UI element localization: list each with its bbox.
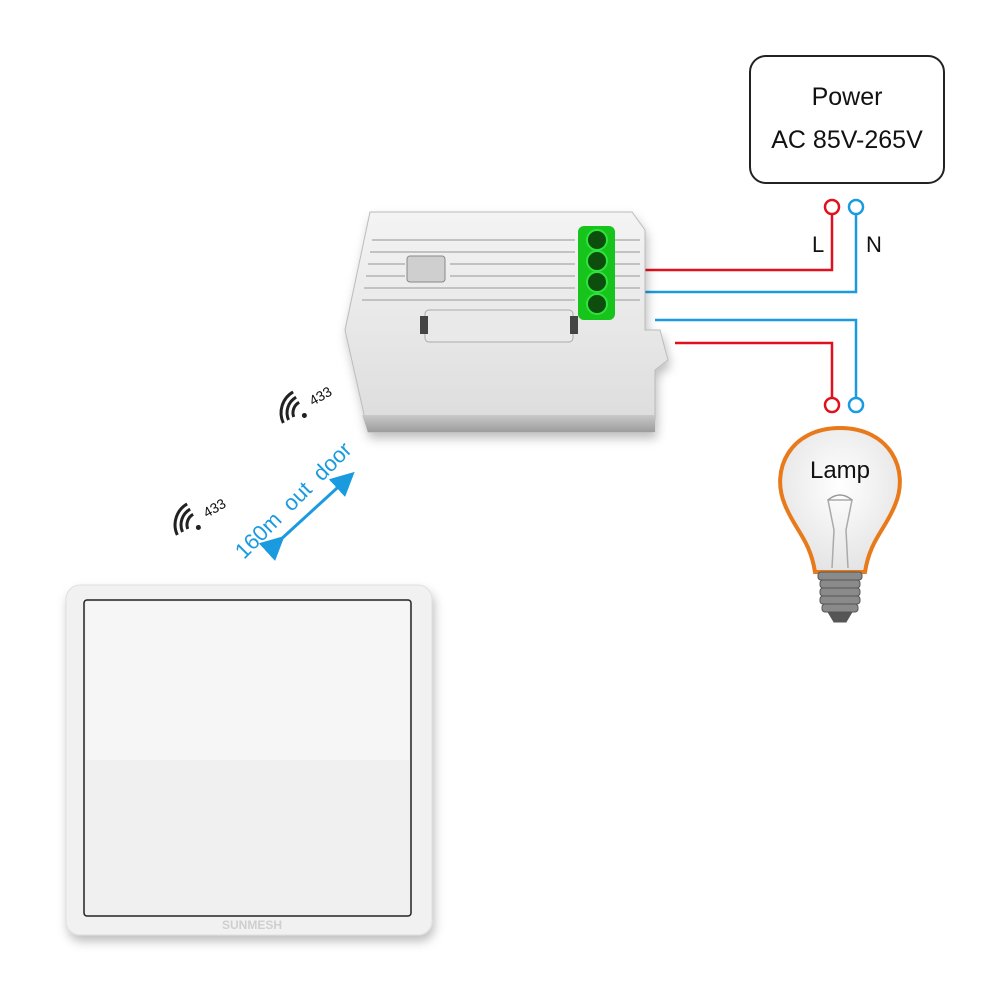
live-input-wire (645, 214, 834, 272)
lamp-label: Lamp (810, 457, 870, 484)
wires (645, 198, 865, 414)
terminal-block (578, 226, 615, 320)
power-supply-box: Power AC 85V-265V (749, 55, 945, 184)
learn-button (406, 255, 446, 283)
power-voltage: AC 85V-265V (771, 126, 923, 154)
neutral-label: N (866, 232, 882, 257)
live-output-wire (675, 341, 834, 398)
live-label: L (812, 232, 824, 257)
receiver-signal: 433 (279, 383, 335, 424)
light-bulb-icon: Lamp (778, 425, 902, 623)
neutral-input-wire (645, 214, 858, 294)
receiver-frequency: 433 (306, 383, 334, 409)
range-arrow (258, 471, 355, 561)
range-text: 160m out door (230, 437, 357, 564)
neutral-input-terminal (847, 198, 865, 216)
switch-signal: 433 (173, 495, 229, 536)
switch-frequency: 433 (200, 495, 228, 521)
neutral-output-terminal (847, 396, 865, 414)
live-input-terminal (823, 198, 841, 216)
wireless-wall-switch: SUNMESH (65, 584, 433, 936)
receiver-module (344, 211, 669, 433)
wifi-signal-icon (173, 502, 201, 536)
wifi-signal-icon (279, 390, 307, 424)
brand-logo: SUNMESH (222, 918, 282, 932)
live-output-terminal (823, 396, 841, 414)
power-title: Power (812, 83, 883, 111)
neutral-output-wire (655, 318, 858, 398)
cover-plate (424, 309, 574, 343)
